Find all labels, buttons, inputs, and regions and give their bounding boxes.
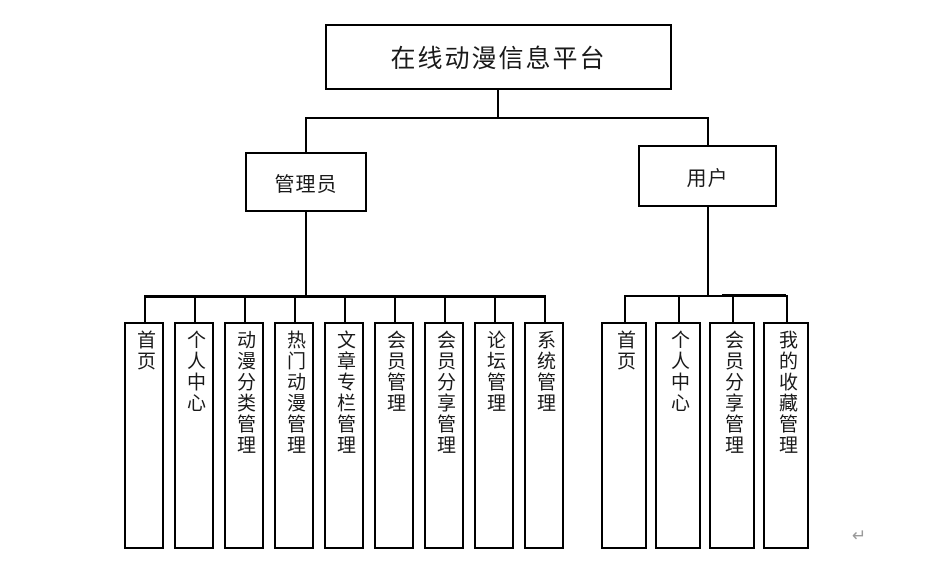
paragraph-return-icon: ↵ bbox=[852, 526, 867, 546]
connector-admin-drop-7 bbox=[444, 295, 446, 322]
connector-user-stem bbox=[707, 207, 709, 296]
root-node-platform[interactable]: 在线动漫信息平台 bbox=[325, 24, 672, 90]
connector-user-bus-right bbox=[722, 294, 786, 297]
connector-user-drop-4 bbox=[786, 295, 788, 322]
leaf-node-admin-1[interactable]: 首页 bbox=[124, 322, 164, 549]
leaf-node-admin-2-label: 个人中心 bbox=[183, 330, 206, 414]
leaf-node-admin-1-label: 首页 bbox=[133, 330, 156, 372]
connector-admin-drop-6 bbox=[394, 295, 396, 322]
leaf-node-admin-5-label: 文章专栏管理 bbox=[333, 330, 356, 456]
leaf-node-user-3[interactable]: 会员分享管理 bbox=[709, 322, 755, 549]
leaf-node-admin-5[interactable]: 文章专栏管理 bbox=[324, 322, 364, 549]
leaf-node-admin-9[interactable]: 系统管理 bbox=[524, 322, 564, 549]
connector-user-bus-left bbox=[624, 295, 724, 297]
leaf-node-admin-4-label: 热门动漫管理 bbox=[283, 330, 306, 456]
leaf-node-admin-4[interactable]: 热门动漫管理 bbox=[274, 322, 314, 549]
connector-admin-drop-4 bbox=[294, 295, 296, 322]
connector-root-stem bbox=[497, 90, 499, 117]
connector-user-drop-1 bbox=[624, 295, 626, 322]
branch-node-admin[interactable]: 管理员 bbox=[245, 152, 367, 212]
leaf-node-admin-9-label: 系统管理 bbox=[533, 330, 556, 414]
leaf-node-user-2-label: 个人中心 bbox=[667, 330, 690, 414]
leaf-node-user-4-label: 我的收藏管理 bbox=[775, 330, 798, 456]
connector-admin-drop-3 bbox=[244, 295, 246, 322]
connector-admin-drop-9 bbox=[544, 295, 546, 322]
connector-root-bus bbox=[305, 117, 709, 119]
leaf-node-user-2[interactable]: 个人中心 bbox=[655, 322, 701, 549]
branch-node-user-label: 用户 bbox=[686, 165, 729, 190]
connector-admin-drop-2 bbox=[194, 295, 196, 322]
leaf-node-admin-2[interactable]: 个人中心 bbox=[174, 322, 214, 549]
leaf-node-user-1[interactable]: 首页 bbox=[601, 322, 647, 549]
leaf-node-admin-6[interactable]: 会员管理 bbox=[374, 322, 414, 549]
leaf-node-user-4[interactable]: 我的收藏管理 bbox=[763, 322, 809, 549]
leaf-node-admin-8-label: 论坛管理 bbox=[483, 330, 506, 414]
leaf-node-admin-7-label: 会员分享管理 bbox=[433, 330, 456, 456]
connector-user-drop-3 bbox=[732, 295, 734, 322]
branch-node-admin-label: 管理员 bbox=[274, 171, 338, 196]
leaf-node-user-1-label: 首页 bbox=[613, 330, 636, 372]
connector-admin-drop-8 bbox=[494, 295, 496, 322]
leaf-node-admin-8[interactable]: 论坛管理 bbox=[474, 322, 514, 549]
connector-root-to-user bbox=[707, 117, 709, 146]
connector-user-drop-2 bbox=[678, 295, 680, 322]
leaf-node-admin-7[interactable]: 会员分享管理 bbox=[424, 322, 464, 549]
connector-admin-drop-5 bbox=[344, 295, 346, 322]
leaf-node-admin-3[interactable]: 动漫分类管理 bbox=[224, 322, 264, 549]
root-node-label: 在线动漫信息平台 bbox=[390, 44, 607, 73]
leaf-node-user-3-label: 会员分享管理 bbox=[721, 330, 744, 456]
leaf-node-admin-6-label: 会员管理 bbox=[383, 330, 406, 414]
branch-node-user[interactable]: 用户 bbox=[638, 145, 777, 207]
connector-admin-stem bbox=[305, 212, 307, 296]
connector-admin-drop-1 bbox=[144, 295, 146, 322]
leaf-node-admin-3-label: 动漫分类管理 bbox=[233, 330, 256, 456]
connector-root-to-admin bbox=[305, 117, 307, 153]
